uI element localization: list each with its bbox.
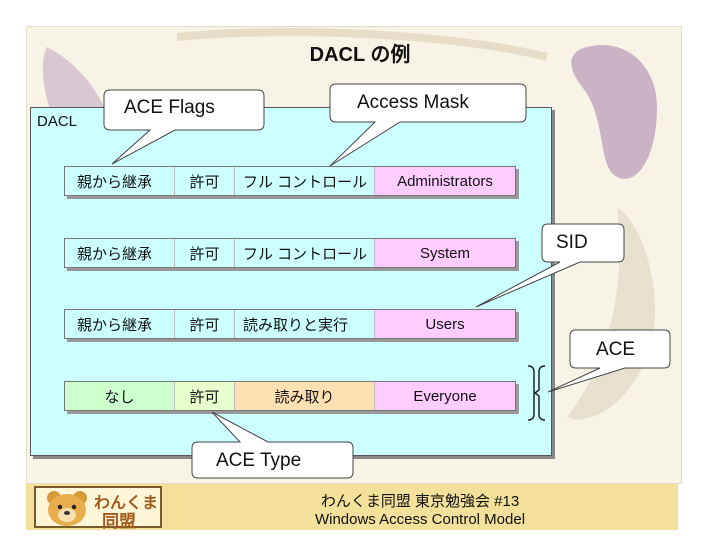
slide-title: DACL の例 xyxy=(309,44,411,66)
ace-bracket xyxy=(527,365,535,421)
ace-row: 親から継承 許可 フル コントロール Administrators xyxy=(64,166,516,196)
access-mask-cell: 読み取り xyxy=(235,382,375,410)
ace-row: なし 許可 読み取り Everyone xyxy=(64,381,516,411)
ace-type-cell: 許可 xyxy=(175,382,235,410)
ace-row: 親から継承 許可 フル コントロール System xyxy=(64,238,516,268)
ace-flags-cell: なし xyxy=(65,382,175,410)
logo-text-bottom: 同盟 xyxy=(102,512,136,532)
sid-cell: Users xyxy=(375,310,515,338)
ace-type-callout xyxy=(191,411,354,479)
sid-cell: System xyxy=(375,239,515,267)
ace-type-cell: 許可 xyxy=(175,167,235,195)
ace-flags-cell: 親から継承 xyxy=(65,310,175,338)
wankuma-logo: わんくま 同盟 xyxy=(34,486,162,532)
sid-label: SID xyxy=(556,232,588,253)
access-mask-cell: 読み取りと実行 xyxy=(235,310,375,338)
access-mask-cell: フル コントロール xyxy=(235,239,375,267)
ace-flags-callout xyxy=(103,89,265,165)
ace-type-cell: 許可 xyxy=(175,239,235,267)
ace-type-label: ACE Type xyxy=(216,450,302,471)
access-mask-callout xyxy=(329,83,527,167)
sid-cell: Everyone xyxy=(375,382,515,410)
ace-flags-label: ACE Flags xyxy=(124,97,215,118)
sid-callout xyxy=(475,223,625,308)
ace-flags-cell: 親から継承 xyxy=(65,167,175,195)
ace-callout xyxy=(547,329,671,393)
ace-flags-cell: 親から継承 xyxy=(65,239,175,267)
access-mask-cell: フル コントロール xyxy=(235,167,375,195)
sid-cell: Administrators xyxy=(375,167,515,195)
ace-type-cell: 許可 xyxy=(175,310,235,338)
bear-mascot-icon xyxy=(47,491,87,526)
footer-line-2: Windows Access Control Model xyxy=(314,511,526,528)
footer-line-1: わんくま同盟 東京勉強会 #13 xyxy=(320,493,520,510)
ace-label: ACE xyxy=(596,339,636,360)
logo-text-top: わんくま xyxy=(94,493,159,512)
ace-row: 親から継承 許可 読み取りと実行 Users xyxy=(64,309,516,339)
dacl-label: DACL xyxy=(37,113,78,130)
access-mask-label: Access Mask xyxy=(357,92,469,113)
